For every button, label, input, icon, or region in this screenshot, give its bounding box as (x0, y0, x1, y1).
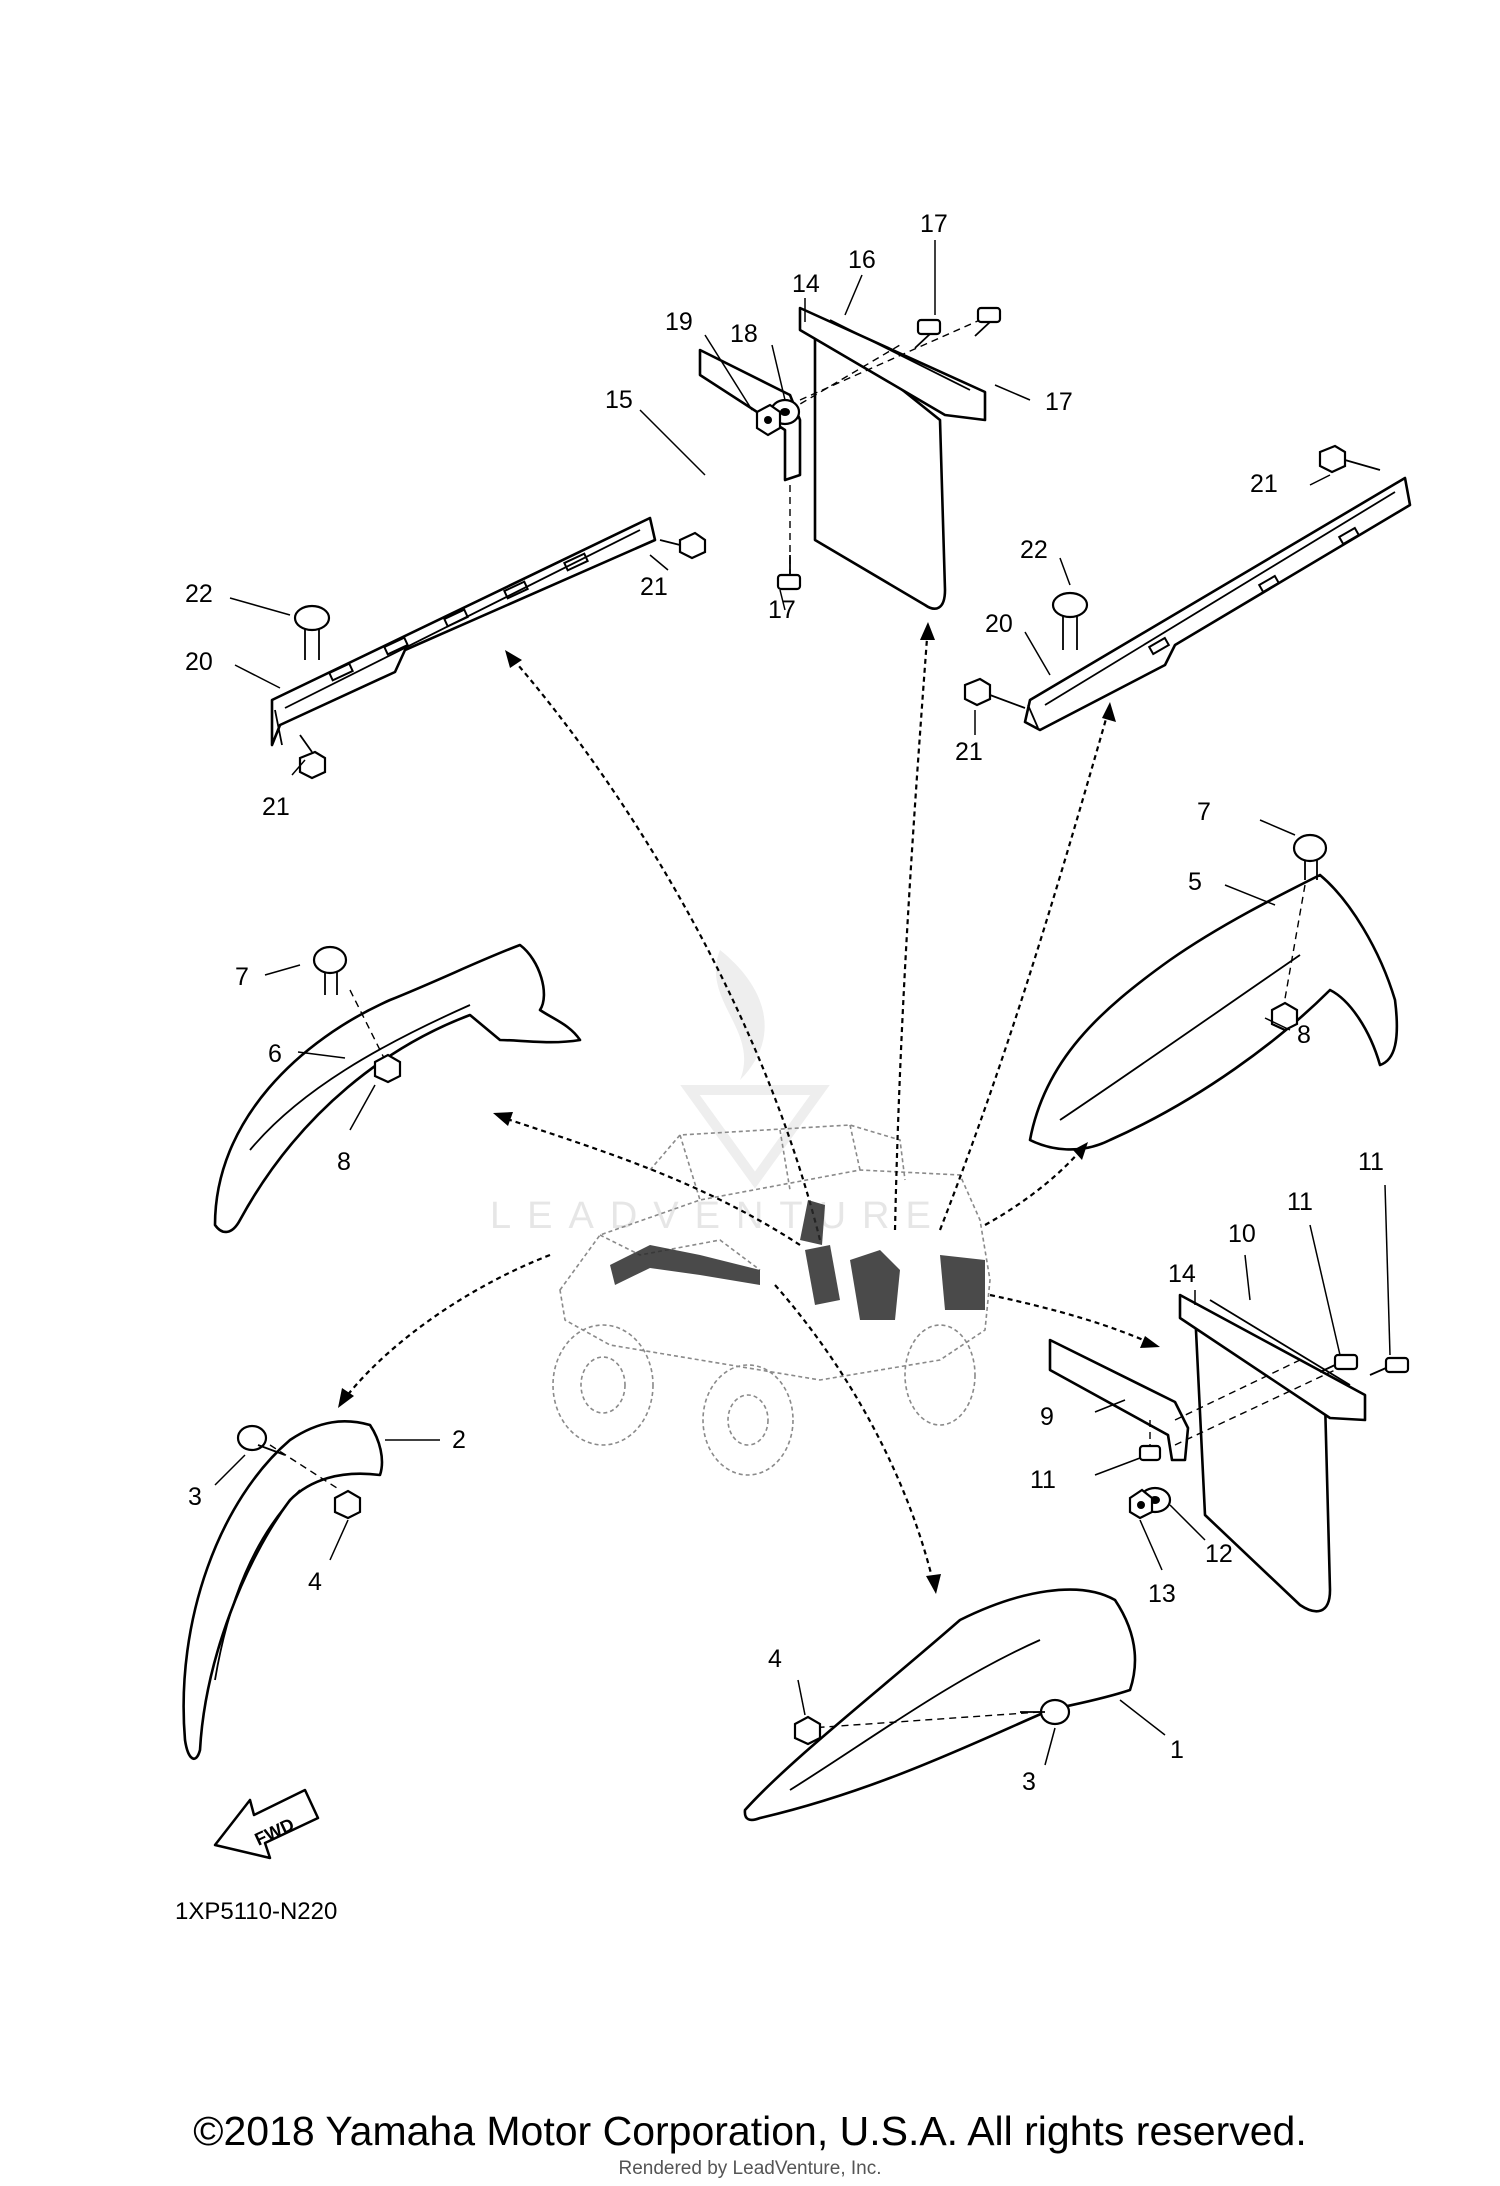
bracket-16 (798, 306, 987, 422)
callout-13: 13 (1148, 1580, 1176, 1608)
bolt-21-right-a (1318, 444, 1381, 474)
nut-4-right (793, 1715, 822, 1746)
screw-7-left (312, 945, 348, 995)
bolt-21-left-a (659, 531, 707, 560)
callout-15: 15 (605, 386, 633, 414)
callout-20-left: 20 (185, 648, 213, 676)
mudflap-top (813, 318, 947, 610)
screw-7-right (1292, 833, 1328, 880)
screw-3-right (1020, 1698, 1071, 1726)
nut-19 (755, 403, 782, 437)
callout-leaders (214, 240, 1391, 1766)
bolt-11-a (1319, 1353, 1359, 1373)
callout-20-right: 20 (985, 610, 1013, 638)
callout-11-mid: 11 (1287, 1188, 1313, 1216)
callout-11-low: 11 (1030, 1466, 1056, 1494)
right-rail-group (963, 444, 1412, 732)
callout-labels: 17 16 14 17 18 19 15 21 17 22 20 21 21 2… (185, 210, 1384, 1796)
diagram-code: 1XP5110-N220 (175, 1898, 338, 1925)
fwd-arrow-icon: FWD (213, 1788, 320, 1860)
nut-8-left (373, 1053, 402, 1084)
callout-3-left: 3 (188, 1483, 202, 1511)
callout-22-left: 22 (185, 580, 213, 608)
bolt-17c (776, 555, 802, 591)
fender-5 (1028, 873, 1399, 1151)
callout-3-right: 3 (1022, 1768, 1036, 1796)
callout-21-right-a: 21 (1250, 470, 1278, 498)
bracket-9 (1048, 1338, 1190, 1462)
fender-2 (182, 1420, 384, 1761)
bolt-21-right-b (963, 677, 1026, 709)
callout-14-right: 14 (1168, 1260, 1196, 1288)
bolt-11-b (1369, 1356, 1410, 1376)
watermark: LEADVENTURE (490, 950, 947, 1237)
callout-21-left-a: 21 (640, 573, 668, 601)
callout-18: 18 (730, 320, 758, 348)
callout-10: 10 (1228, 1220, 1256, 1248)
nut-8-right (1270, 1001, 1299, 1032)
callout-6: 6 (268, 1040, 282, 1068)
bolt-21-left-b (298, 734, 327, 780)
nut-4-left (333, 1489, 362, 1520)
left-rail-group (270, 516, 707, 780)
callout-4-right: 4 (768, 1645, 782, 1673)
rendered-by-notice: Rendered by LeadVenture, Inc. (618, 2158, 882, 2179)
top-mudflap-group (698, 306, 1002, 610)
callout-7-right: 7 (1197, 798, 1211, 826)
screw-22-right (1051, 591, 1089, 650)
callout-5: 5 (1188, 868, 1202, 896)
fender-1 (743, 1588, 1137, 1822)
callout-8-left: 8 (337, 1148, 351, 1176)
callout-17-top: 17 (920, 210, 948, 238)
bolt-11-c (1138, 1444, 1162, 1462)
callout-4-left: 4 (308, 1568, 322, 1596)
fender-6 (213, 943, 582, 1234)
rail-20-left (270, 516, 657, 747)
callout-9: 9 (1040, 1403, 1054, 1431)
callout-17-bottom: 17 (768, 596, 796, 624)
watermark-text: LEADVENTURE (490, 1195, 947, 1237)
callout-2: 2 (452, 1426, 466, 1454)
leader-arrows (338, 622, 1160, 1594)
callout-8-right: 8 (1297, 1021, 1311, 1049)
callout-16: 16 (848, 246, 876, 274)
bracket-15 (698, 348, 802, 482)
callout-1: 1 (1170, 1736, 1184, 1764)
fender-6-group (213, 943, 582, 1234)
fender-2-group (182, 1420, 384, 1761)
callout-11-right: 11 (1358, 1148, 1384, 1176)
callout-21-left-b: 21 (262, 793, 290, 821)
bolt-17b (974, 306, 1002, 337)
bracket-10 (1178, 1293, 1367, 1422)
callout-14-top: 14 (792, 270, 820, 298)
fender-1-group (743, 1588, 1137, 1822)
bolt-17a (914, 318, 942, 349)
right-mudflap-group (1048, 1293, 1410, 1613)
callout-12: 12 (1205, 1540, 1233, 1568)
copyright-notice: ©2018 Yamaha Motor Corporation, U.S.A. A… (193, 2108, 1307, 2154)
callout-19: 19 (665, 308, 693, 336)
screw-22-left (293, 604, 331, 660)
callout-17-right: 17 (1045, 388, 1073, 416)
callout-22-right: 22 (1020, 536, 1048, 564)
vehicle-illustration (552, 1124, 991, 1476)
callout-21-right-b: 21 (955, 738, 983, 766)
screw-3-left (236, 1424, 286, 1456)
fender-5-group (1028, 833, 1399, 1151)
callout-7-left: 7 (235, 963, 249, 991)
nut-13 (1128, 1488, 1154, 1520)
